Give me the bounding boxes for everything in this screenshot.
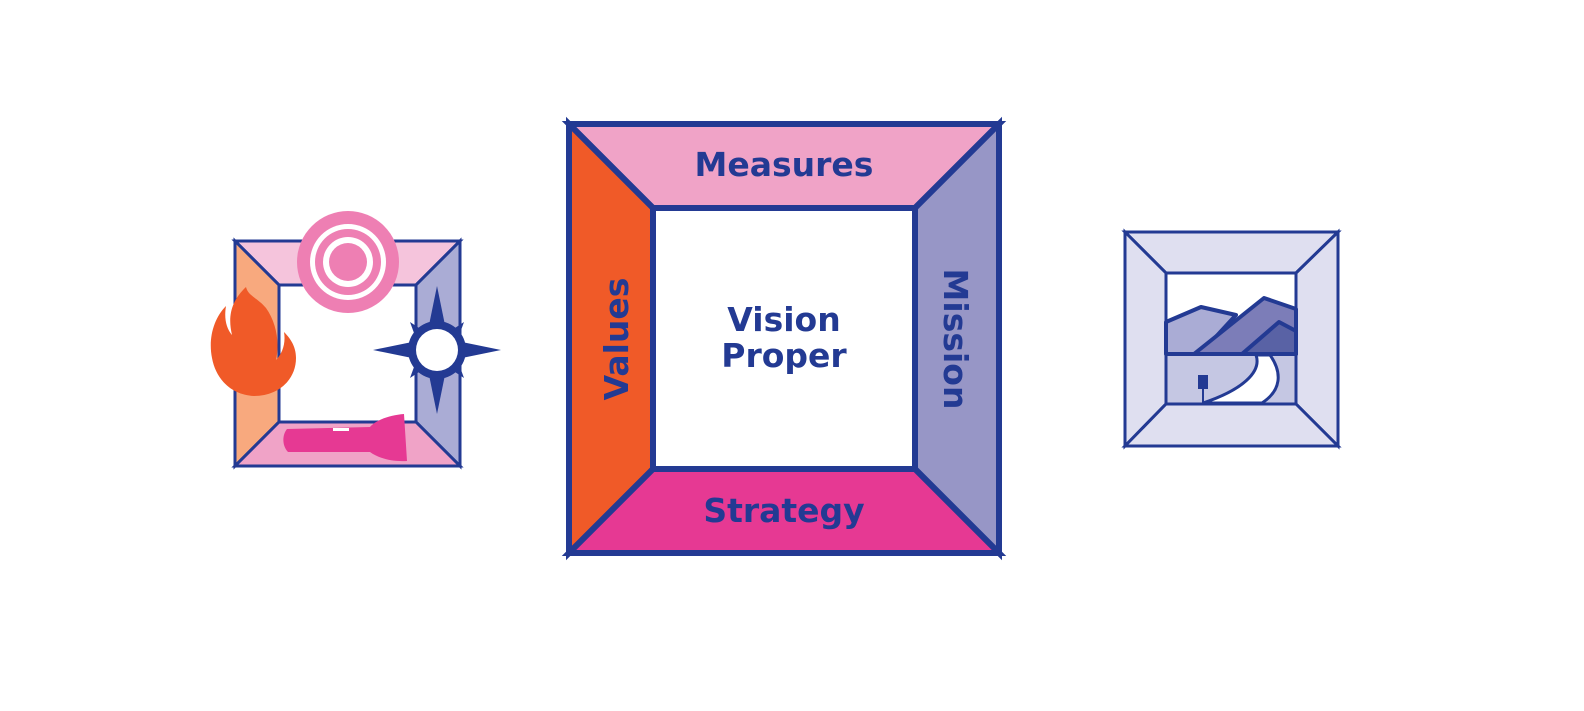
strategy-label: Strategy	[703, 491, 864, 530]
compass-icon	[373, 286, 501, 414]
values-label: Values	[597, 278, 636, 401]
vision-frame	[561, 116, 1007, 561]
landscape-scene	[1164, 296, 1298, 405]
vision-label-line2: Proper	[721, 336, 847, 375]
flashlight-icon	[283, 414, 407, 462]
vision-label-line1: Vision	[727, 300, 840, 339]
vision-proper-panel[interactable]	[650, 205, 918, 472]
target-icon	[297, 211, 399, 313]
mission-label: Mission	[936, 269, 975, 410]
flame-icon	[210, 287, 296, 396]
measures-label: Measures	[695, 145, 874, 184]
landscape-frame-icon	[1121, 228, 1342, 450]
